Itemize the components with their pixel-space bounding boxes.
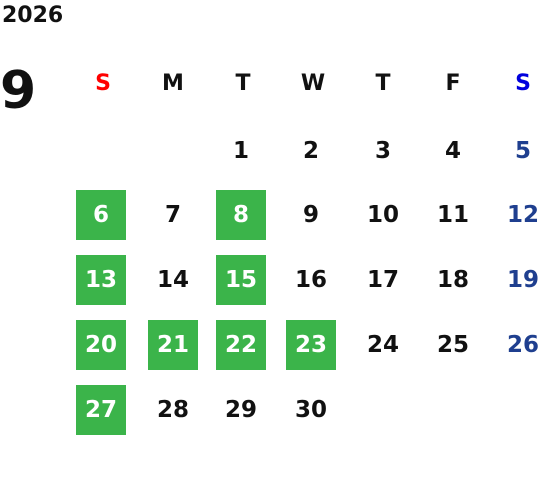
day-cell-23[interactable]: 23 bbox=[286, 320, 336, 370]
day-cell-20[interactable]: 20 bbox=[76, 320, 126, 370]
day-cell-16[interactable]: 16 bbox=[294, 267, 327, 293]
day-cell-27[interactable]: 27 bbox=[76, 385, 126, 435]
day-cell-8[interactable]: 8 bbox=[216, 190, 266, 240]
day-cell-14[interactable]: 14 bbox=[156, 267, 189, 293]
weekday-header-sun: S bbox=[95, 70, 111, 96]
weekday-header-mon: M bbox=[162, 70, 184, 96]
calendar-week-row: 27 28 29 30 bbox=[66, 385, 548, 435]
day-cell-9[interactable]: 9 bbox=[302, 202, 319, 228]
day-cell-11[interactable]: 11 bbox=[436, 202, 469, 228]
weekday-header-thu: T bbox=[375, 70, 391, 96]
weekday-header-tue: T bbox=[235, 70, 251, 96]
day-cell-22[interactable]: 22 bbox=[216, 320, 266, 370]
day-cell-28[interactable]: 28 bbox=[156, 397, 189, 423]
calendar-week-row: 6 7 8 9 10 11 12 bbox=[66, 190, 548, 240]
weekday-header-fri: F bbox=[445, 70, 461, 96]
day-cell-17[interactable]: 17 bbox=[366, 267, 399, 293]
day-cell-2[interactable]: 2 bbox=[302, 138, 319, 164]
day-cell-30[interactable]: 30 bbox=[294, 397, 327, 423]
day-cell-26[interactable]: 26 bbox=[506, 332, 539, 358]
empty-day-cell bbox=[148, 126, 198, 176]
calendar-week-row: 20 21 22 23 24 25 26 bbox=[66, 320, 548, 370]
empty-day-cell bbox=[428, 385, 478, 435]
calendar-week-row: 13 14 15 16 17 18 19 bbox=[66, 255, 548, 305]
empty-day-cell bbox=[498, 385, 548, 435]
day-cell-21[interactable]: 21 bbox=[148, 320, 198, 370]
weekday-header-wed: W bbox=[300, 70, 326, 96]
day-cell-19[interactable]: 19 bbox=[506, 267, 539, 293]
day-cell-25[interactable]: 25 bbox=[436, 332, 469, 358]
calendar-year: 2026 bbox=[2, 3, 64, 28]
day-cell-12[interactable]: 12 bbox=[506, 202, 539, 228]
day-cell-10[interactable]: 10 bbox=[366, 202, 399, 228]
weekday-header-sat: S bbox=[515, 70, 531, 96]
day-cell-4[interactable]: 4 bbox=[444, 138, 461, 164]
day-cell-6[interactable]: 6 bbox=[76, 190, 126, 240]
day-cell-13[interactable]: 13 bbox=[76, 255, 126, 305]
calendar-month: 9 bbox=[0, 61, 37, 121]
day-cell-1[interactable]: 1 bbox=[232, 138, 249, 164]
weekday-header-row: S M T W T F S bbox=[66, 58, 548, 108]
day-cell-24[interactable]: 24 bbox=[366, 332, 399, 358]
calendar-week-row: 1 2 3 4 5 bbox=[66, 126, 548, 176]
empty-day-cell bbox=[358, 385, 408, 435]
day-cell-7[interactable]: 7 bbox=[164, 202, 181, 228]
day-cell-15[interactable]: 15 bbox=[216, 255, 266, 305]
day-cell-5[interactable]: 5 bbox=[514, 138, 531, 164]
empty-day-cell bbox=[76, 126, 126, 176]
day-cell-18[interactable]: 18 bbox=[436, 267, 469, 293]
day-cell-3[interactable]: 3 bbox=[374, 138, 391, 164]
day-cell-29[interactable]: 29 bbox=[224, 397, 257, 423]
